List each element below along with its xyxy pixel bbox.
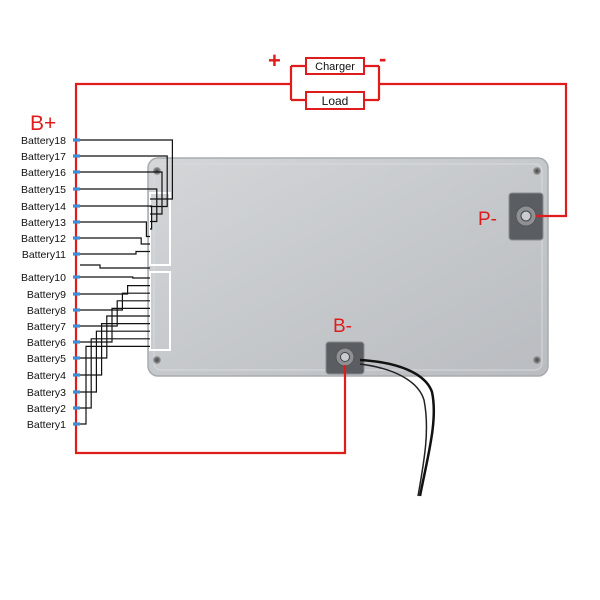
balance-connector-icon bbox=[149, 271, 171, 351]
cell-label: Battery18 bbox=[21, 135, 66, 147]
charger-label: Charger bbox=[315, 61, 355, 73]
balance-wire bbox=[80, 345, 150, 425]
cell-label: Battery4 bbox=[27, 370, 66, 382]
balance-wire bbox=[80, 188, 158, 223]
cell-terminal-icon bbox=[73, 252, 80, 256]
cell-label: Battery1 bbox=[27, 419, 66, 431]
charger-load-branch bbox=[289, 64, 381, 102]
mount-hole-icon bbox=[153, 356, 161, 364]
mount-hole-icon bbox=[153, 167, 161, 175]
balance-wire bbox=[80, 338, 150, 409]
cell-taps: Battery18Battery17Battery16Battery15Batt… bbox=[21, 135, 173, 431]
cell-terminal-icon bbox=[73, 154, 80, 158]
load-label: Load bbox=[322, 94, 349, 108]
balance-wire bbox=[80, 292, 150, 311]
temperature-probe-cable bbox=[359, 358, 436, 497]
cell-label: Battery6 bbox=[27, 337, 66, 349]
cell-terminal-icon bbox=[73, 138, 80, 142]
b-minus-label: B- bbox=[333, 316, 352, 337]
p-minus-label: P- bbox=[478, 209, 497, 230]
pack-top-wire bbox=[74, 82, 291, 134]
balance-wire bbox=[80, 221, 150, 238]
cell-terminal-icon bbox=[73, 187, 80, 191]
cell-terminal-icon bbox=[73, 340, 80, 344]
cell-label: Battery3 bbox=[27, 387, 66, 399]
balance-wire bbox=[80, 237, 150, 245]
load-box bbox=[305, 91, 365, 110]
balance-wire bbox=[80, 205, 153, 230]
minus-sign: - bbox=[379, 46, 386, 71]
temperature-probe-cable bbox=[359, 363, 428, 497]
mount-hole-icon bbox=[533, 356, 541, 364]
balance-wire bbox=[80, 139, 173, 200]
cell-terminal-icon bbox=[73, 220, 80, 224]
charger-box bbox=[305, 57, 365, 75]
cell-label: Battery14 bbox=[21, 201, 66, 213]
cell-terminal-icon bbox=[73, 204, 80, 208]
balance-wire bbox=[80, 285, 150, 295]
cell-label: Battery13 bbox=[21, 217, 66, 229]
cell-terminal-icon bbox=[73, 324, 80, 328]
cell-terminal-icon bbox=[73, 373, 80, 377]
b-plus-label: B+ bbox=[30, 112, 56, 135]
cell-label: Battery11 bbox=[22, 249, 66, 261]
balance-wire bbox=[80, 264, 150, 269]
balance-wire bbox=[80, 250, 150, 255]
screw-terminal-icon bbox=[520, 210, 532, 222]
cell-label: Battery9 bbox=[27, 289, 66, 301]
balance-wire bbox=[80, 330, 150, 393]
cell-label: Battery2 bbox=[27, 403, 66, 415]
cell-label: Battery16 bbox=[21, 167, 66, 179]
balance-wire bbox=[80, 315, 150, 359]
cell-terminal-icon bbox=[73, 422, 80, 426]
cell-label: Battery10 bbox=[21, 272, 66, 284]
cell-terminal-icon bbox=[73, 275, 80, 279]
cell-label: Battery15 bbox=[21, 184, 66, 196]
screw-terminal-icon bbox=[340, 352, 350, 362]
balance-wire bbox=[80, 171, 163, 215]
cell-terminal-icon bbox=[73, 170, 80, 174]
cell-terminal-icon bbox=[73, 406, 80, 410]
cell-terminal-icon bbox=[73, 236, 80, 240]
cell-label: Battery17 bbox=[21, 151, 66, 163]
p-minus-terminal bbox=[508, 192, 544, 241]
cell-label: Battery12 bbox=[21, 233, 66, 245]
balance-wire bbox=[80, 307, 150, 343]
balance-wire bbox=[80, 155, 168, 208]
cell-terminal-icon bbox=[73, 356, 80, 360]
p-minus-wire bbox=[379, 82, 568, 218]
cell-label: Battery8 bbox=[27, 305, 66, 317]
cell-terminal-icon bbox=[73, 308, 80, 312]
cell-label: Battery5 bbox=[27, 353, 66, 365]
cell-terminal-icon bbox=[73, 390, 80, 394]
mount-hole-icon bbox=[533, 167, 541, 175]
plus-sign: + bbox=[268, 48, 281, 73]
cell-terminal-icon bbox=[73, 292, 80, 296]
balance-wire bbox=[80, 300, 150, 327]
cell-label: Battery7 bbox=[27, 321, 66, 333]
balance-wire bbox=[80, 276, 150, 279]
